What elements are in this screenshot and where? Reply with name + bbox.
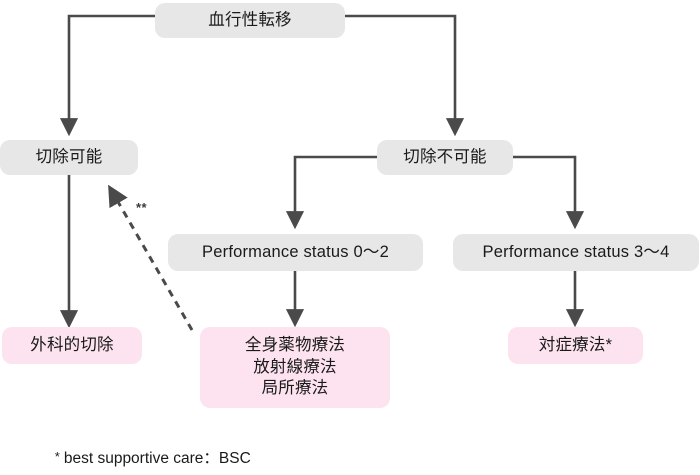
edge-unresectable-to-ps02 <box>285 155 377 230</box>
node-hematogenous-metastasis[interactable]: 血行性転移 <box>155 3 345 38</box>
footnote-mark-single-asterisk: * <box>54 449 60 465</box>
footnotes: *best supportive care：BSC **全身薬物療法の奏効により… <box>14 423 684 475</box>
edge-hematogenous-to-resectable <box>59 14 155 137</box>
footnote-bsc: *best supportive care：BSC <box>14 423 684 475</box>
node-surgical-resection[interactable]: 外科的切除 <box>2 327 142 364</box>
node-unresectable[interactable]: 切除不可能 <box>377 140 513 175</box>
node-resectable[interactable]: 切除可能 <box>0 140 138 175</box>
edge-label-conversion: ** <box>136 200 148 215</box>
footnote-text-bsc: best supportive care：BSC <box>63 450 251 468</box>
edge-hematogenous-to-unresectable <box>345 14 465 137</box>
node-supportive-care[interactable]: 対症療法* <box>508 327 643 364</box>
node-performance-status-3-4[interactable]: Performance status 3〜4 <box>453 234 699 271</box>
node-systemic-radiation-local-therapy[interactable]: 全身薬物療法 放射線療法 局所療法 <box>200 327 390 408</box>
edge-unresectable-to-ps34 <box>513 155 585 230</box>
node-performance-status-0-2[interactable]: Performance status 0〜2 <box>168 234 423 271</box>
